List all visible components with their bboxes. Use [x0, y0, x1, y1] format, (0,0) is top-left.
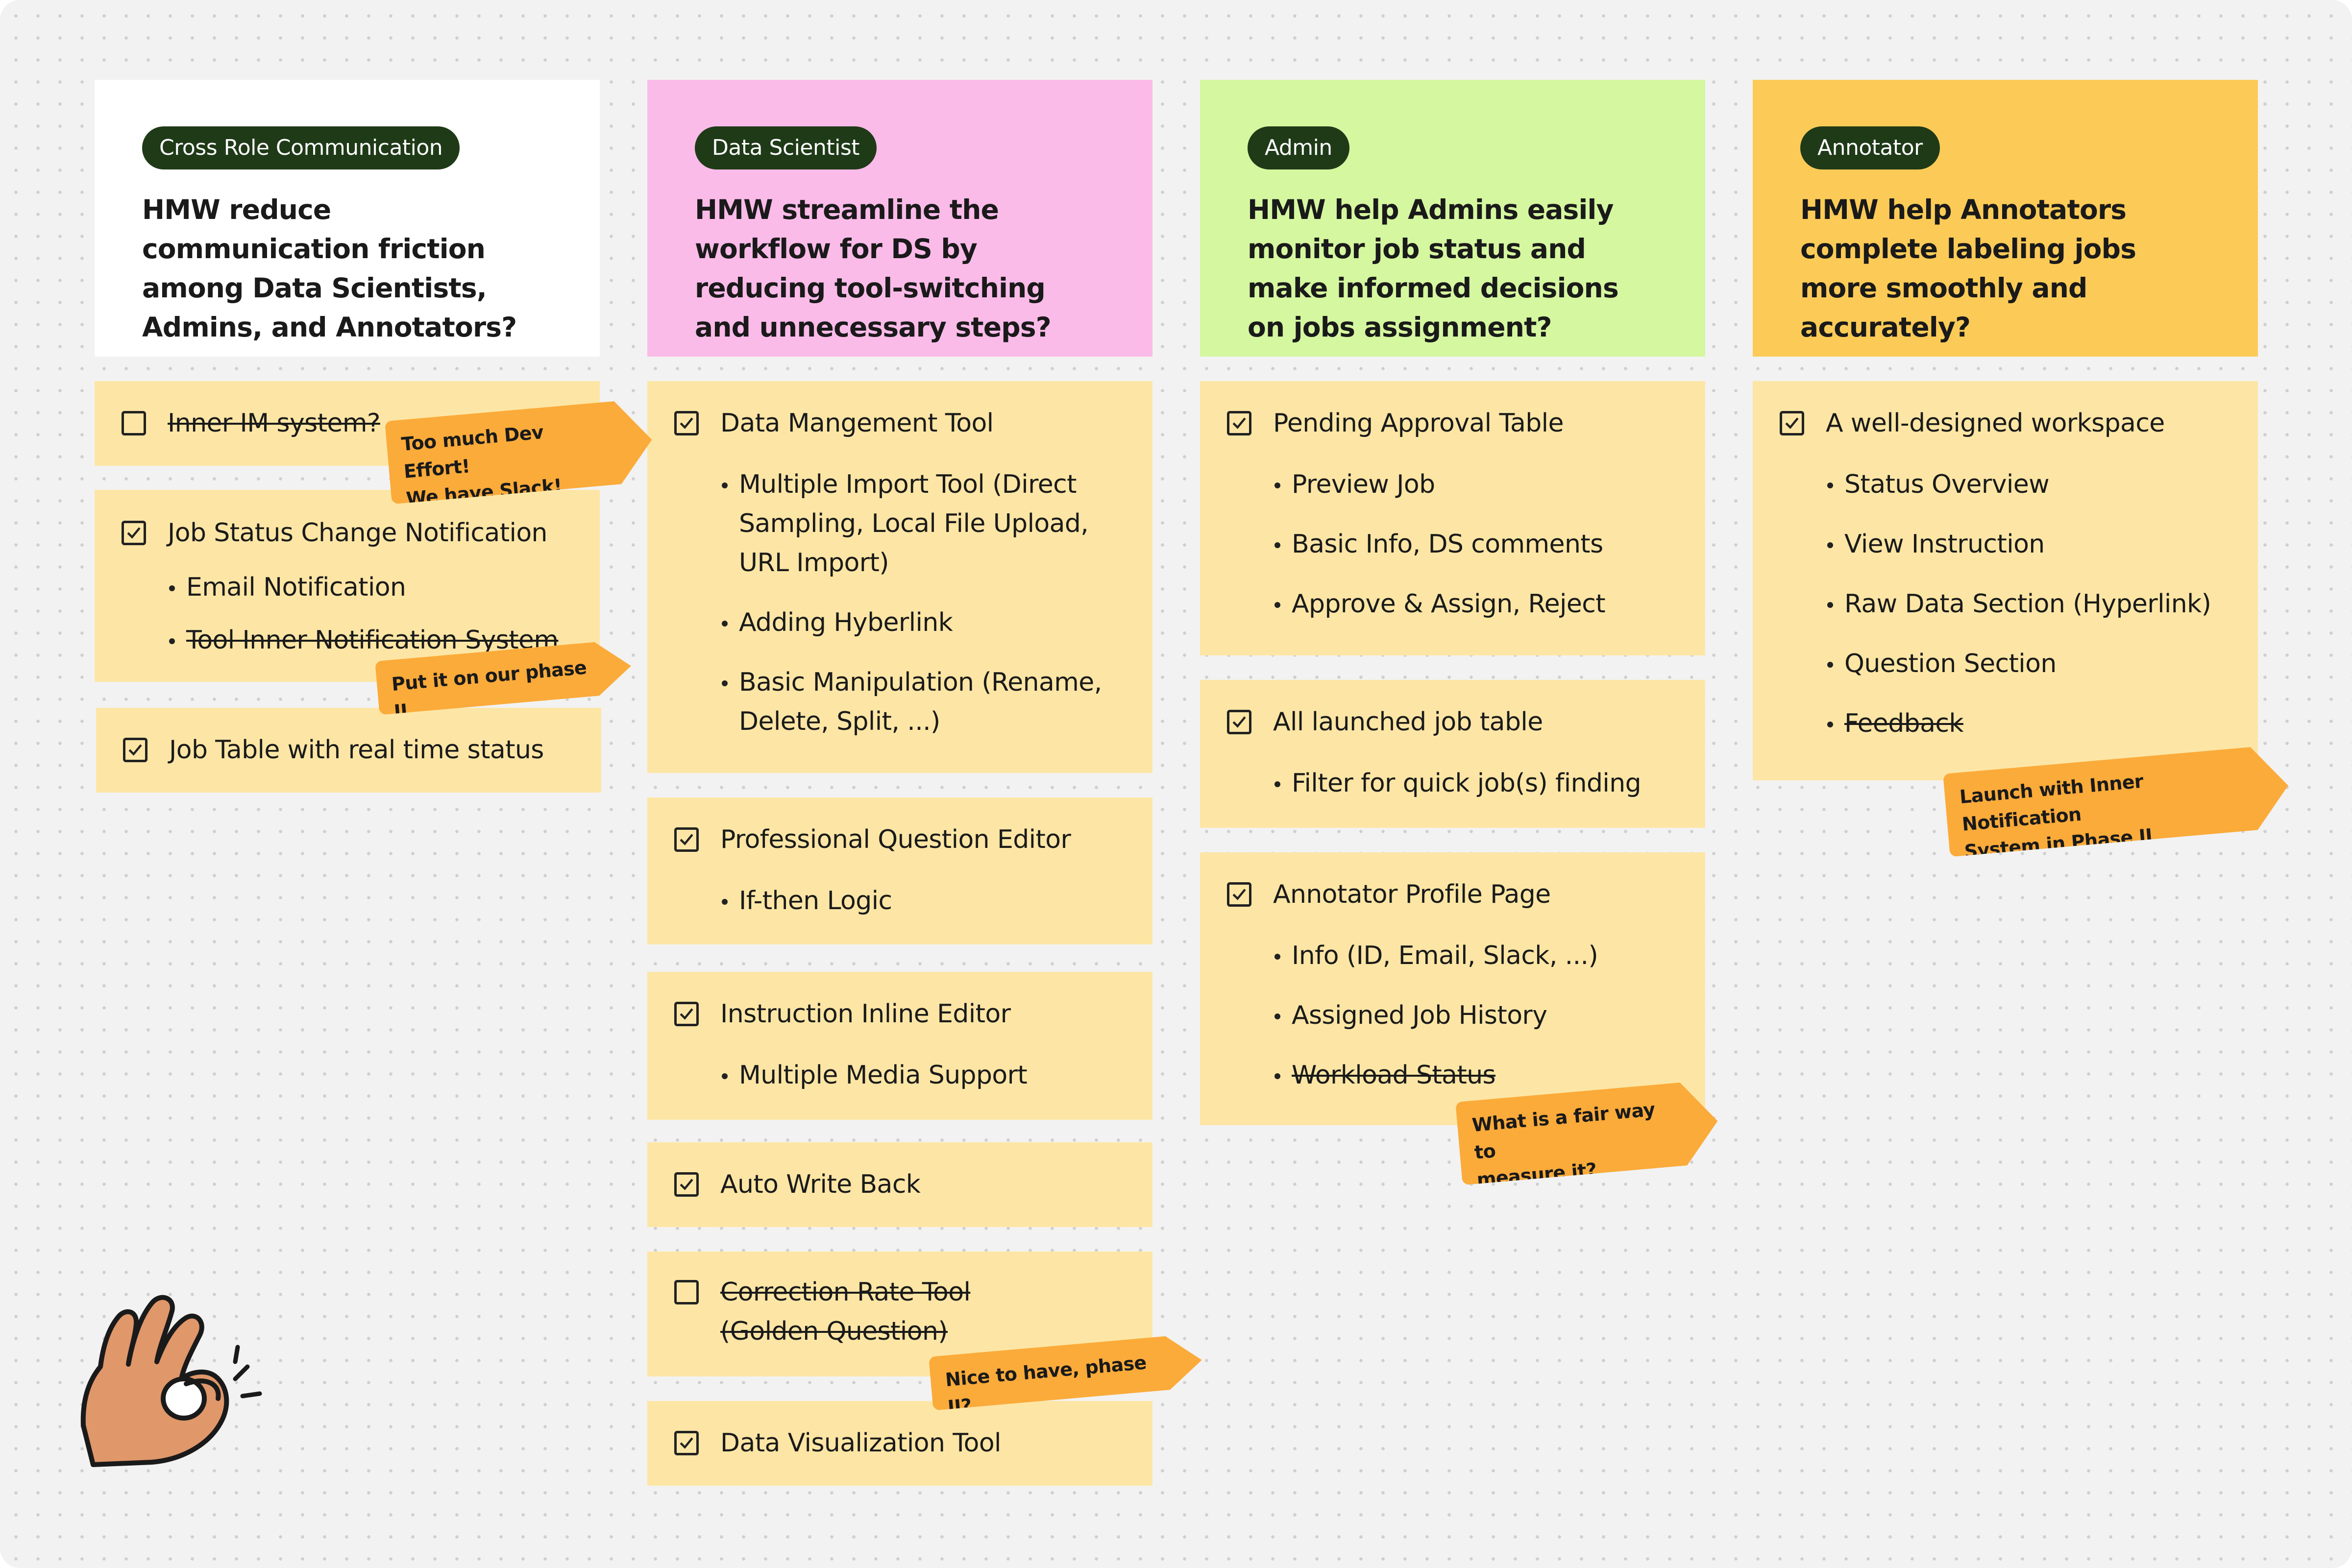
checkbox-checked[interactable]	[1227, 411, 1251, 435]
note-title: Professional Question Editor	[720, 825, 1071, 854]
checkmark-icon	[680, 1437, 693, 1449]
checkmark-icon	[680, 1179, 693, 1190]
note-items: Info (ID, Email, Slack, ...) Assigned Jo…	[1227, 936, 1686, 1095]
checkbox-checked[interactable]	[1227, 882, 1251, 907]
list-item: Question Section	[1780, 644, 2238, 683]
list-item: Adding Hyberlink	[674, 603, 1133, 642]
checkbox-checked[interactable]	[674, 411, 699, 435]
note-items: Email Notification Tool Inner Notificati…	[122, 568, 580, 660]
checkbox-checked[interactable]	[122, 521, 146, 545]
sticky-note-annotator-profile[interactable]: Annotator Profile Page Info (ID, Email, …	[1200, 852, 1705, 1125]
checkmark-icon	[1785, 417, 1799, 429]
sticky-note-auto-write-back[interactable]: Auto Write Back	[647, 1142, 1152, 1227]
list-item: Multiple Media Support	[674, 1056, 1133, 1095]
list-item: Multiple Import Tool (Direct Sampling, L…	[674, 465, 1133, 582]
hmw-question: HMW help Admins easily monitor job statu…	[1248, 194, 1619, 343]
sticky-note-pending-approval[interactable]: Pending Approval Table Preview Job Basic…	[1200, 381, 1705, 655]
sticky-note-job-table[interactable]: Job Table with real time status	[96, 708, 601, 793]
checkbox-checked[interactable]	[674, 1431, 699, 1455]
list-item: Feedback	[1780, 704, 2238, 743]
list-item: Basic Manipulation (Rename, Delete, Spli…	[674, 663, 1133, 741]
checkmark-icon	[680, 1008, 693, 1020]
header-card-cross-role[interactable]: Cross Role Communication HMW reduce comm…	[95, 80, 600, 357]
ok-hand-icon[interactable]	[74, 1283, 284, 1499]
note-title: Data Mangement Tool	[720, 409, 994, 438]
header-card-data-scientist[interactable]: Data Scientist HMW streamline the workfl…	[647, 80, 1152, 357]
checkbox-checked[interactable]	[674, 1002, 699, 1026]
sticky-note-launched-jobs[interactable]: All launched job table Filter for quick …	[1200, 680, 1705, 828]
checkmark-icon	[680, 417, 693, 429]
comment-sticker-fair-way[interactable]: What is a fair way to measure it?	[1455, 1102, 1456, 1103]
list-item: Tool Inner Notification System	[122, 621, 580, 660]
checkmark-icon	[128, 744, 142, 756]
hmw-question: HMW help Annotators complete labeling jo…	[1800, 194, 2136, 343]
note-title: Inner IM system?	[168, 409, 380, 438]
note-title: Instruction Inline Editor	[720, 999, 1011, 1029]
checkmark-icon	[680, 834, 693, 845]
list-item: Info (ID, Email, Slack, ...)	[1227, 936, 1686, 975]
list-item: Assigned Job History	[1227, 996, 1686, 1035]
header-card-annotator[interactable]: Annotator HMW help Annotators complete l…	[1753, 80, 2258, 357]
note-items: Multiple Media Support	[674, 1056, 1133, 1095]
note-title: Data Visualization Tool	[720, 1428, 1001, 1458]
sticky-note-correction-rate[interactable]: Correction Rate Tool (Golden Question)	[647, 1252, 1152, 1376]
note-title: Annotator Profile Page	[1273, 880, 1551, 909]
note-items: Multiple Import Tool (Direct Sampling, L…	[674, 465, 1133, 741]
checkmark-icon	[1232, 889, 1246, 900]
list-item: Email Notification	[122, 568, 580, 607]
checkmark-icon	[1232, 417, 1246, 429]
list-item: Raw Data Section (Hyperlink)	[1780, 584, 2238, 624]
note-title: All launched job table	[1273, 707, 1543, 737]
list-item: Approve & Assign, Reject	[1227, 584, 1686, 624]
note-title: Job Status Change Notification	[168, 518, 548, 548]
list-item: Basic Info, DS comments	[1227, 525, 1686, 564]
checkbox-checked[interactable]	[123, 738, 147, 762]
note-title: Pending Approval Table	[1273, 409, 1564, 438]
list-item: Workload Status	[1227, 1056, 1686, 1095]
note-title: A well-designed workspace	[1826, 409, 2165, 438]
checkbox-unchecked[interactable]	[122, 411, 146, 435]
sticky-note-question-editor[interactable]: Professional Question Editor If-then Log…	[647, 797, 1152, 944]
checkmark-icon	[127, 527, 141, 539]
note-items: Filter for quick job(s) finding	[1227, 764, 1686, 803]
header-card-admin[interactable]: Admin HMW help Admins easily monitor job…	[1200, 80, 1705, 357]
hmw-question: HMW reduce communication friction among …	[142, 194, 517, 343]
list-item: Status Overview	[1780, 465, 2238, 504]
sticky-note-data-visualization[interactable]: Data Visualization Tool	[647, 1401, 1152, 1486]
sticky-note-data-management[interactable]: Data Mangement Tool Multiple Import Tool…	[647, 381, 1152, 773]
note-items: Status Overview View Instruction Raw Dat…	[1780, 465, 2238, 743]
note-title: Correction Rate Tool (Golden Question)	[720, 1278, 971, 1346]
role-tag: Annotator	[1800, 126, 1940, 169]
checkbox-checked[interactable]	[674, 827, 699, 852]
role-tag: Data Scientist	[695, 126, 877, 169]
note-items: If-then Logic	[674, 881, 1133, 920]
checkbox-unchecked[interactable]	[674, 1280, 699, 1304]
checkbox-checked[interactable]	[674, 1172, 699, 1197]
note-title: Auto Write Back	[720, 1170, 921, 1199]
list-item: View Instruction	[1780, 525, 2238, 564]
checkbox-checked[interactable]	[1780, 411, 1804, 435]
sticky-note-workspace[interactable]: A well-designed workspace Status Overvie…	[1753, 381, 2258, 780]
checkmark-icon	[1232, 716, 1246, 728]
list-item: Filter for quick job(s) finding	[1227, 764, 1686, 803]
note-title: Job Table with real time status	[169, 735, 544, 765]
role-tag: Admin	[1248, 126, 1349, 169]
note-items: Preview Job Basic Info, DS comments Appr…	[1227, 465, 1686, 624]
hmw-question: HMW streamline the workflow for DS by re…	[695, 194, 1052, 343]
role-tag: Cross Role Communication	[142, 126, 460, 169]
list-item: Preview Job	[1227, 465, 1686, 504]
sticky-note-instruction-editor[interactable]: Instruction Inline Editor Multiple Media…	[647, 972, 1152, 1120]
checkbox-checked[interactable]	[1227, 710, 1251, 734]
list-item: If-then Logic	[674, 881, 1133, 920]
